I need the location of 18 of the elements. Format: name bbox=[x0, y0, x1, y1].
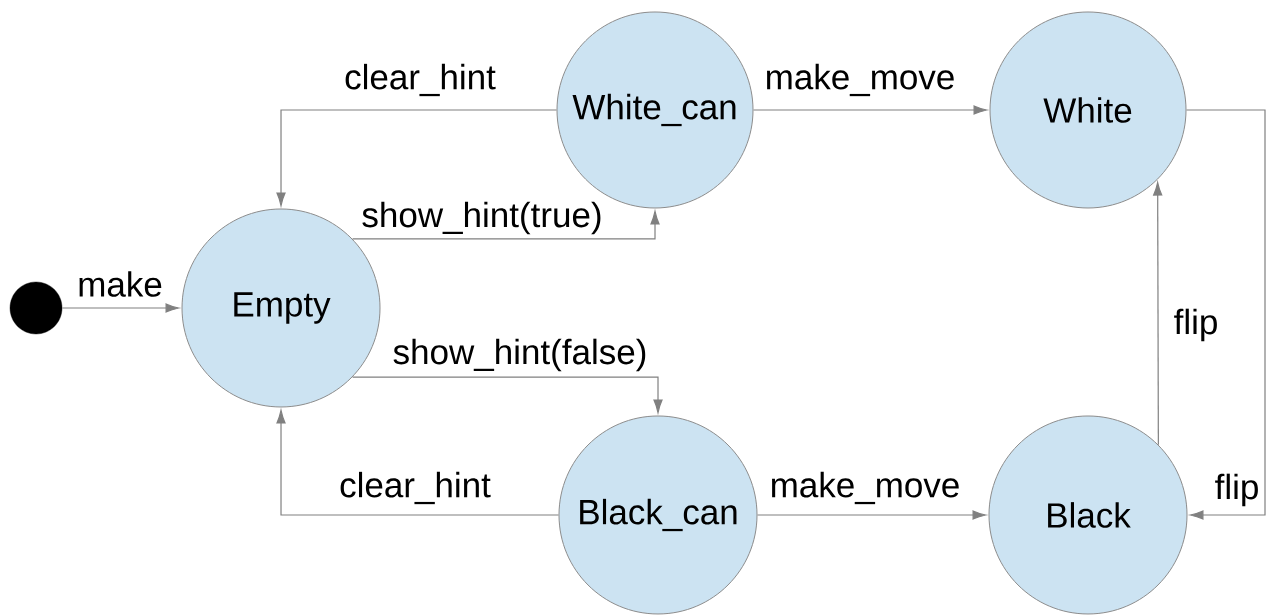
arrow bbox=[1185, 109, 1266, 520]
edge-label: clear_hint bbox=[338, 470, 492, 506]
arrow bbox=[756, 510, 987, 520]
arrow bbox=[351, 376, 663, 414]
arrow bbox=[752, 105, 988, 115]
edge-label: make_move bbox=[763, 62, 957, 98]
edge-label: make_move bbox=[768, 470, 962, 506]
edge-label: make bbox=[76, 270, 164, 298]
arrow bbox=[351, 210, 660, 240]
arrow bbox=[276, 409, 560, 516]
arrow bbox=[1153, 182, 1163, 446]
initial-state-dot bbox=[9, 281, 63, 335]
edge-label: flip bbox=[1213, 472, 1261, 508]
edge-label: flip bbox=[1172, 307, 1220, 343]
edge-label: show_hint(false) bbox=[391, 337, 649, 373]
arrow bbox=[61, 303, 180, 313]
arrow bbox=[276, 109, 558, 207]
edge-label: clear_hint bbox=[343, 62, 497, 98]
